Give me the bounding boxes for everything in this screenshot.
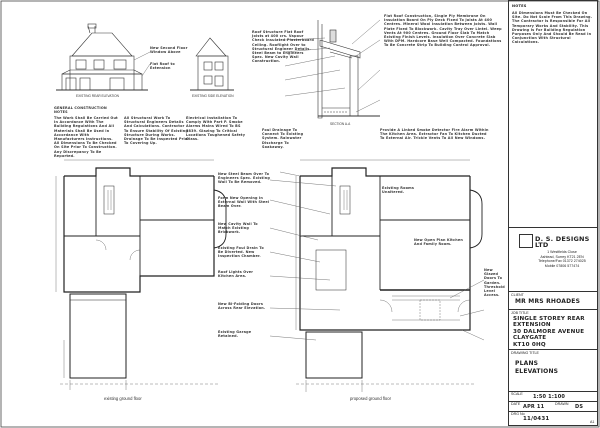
existing-rear-elevation	[56, 23, 148, 91]
drawing-line-1: PLANS	[515, 360, 539, 367]
plan-note-4: Existing Foul Drain To Be Diverted. New …	[218, 246, 264, 259]
project-line-1: SINGLE STOREY REAR	[513, 316, 585, 322]
project-line-5: KT10 0HQ	[513, 341, 546, 348]
client-label: CLIENT	[511, 293, 524, 297]
scale-value: 1:50 1:100	[533, 394, 566, 400]
plan-note-9: New Open Plan Kitchen And Family Room.	[414, 238, 463, 247]
company-logo	[519, 234, 533, 248]
drawing-number: 11/0431	[523, 416, 550, 422]
drawing-line-2: ELEVATIONS	[515, 368, 559, 375]
note-section-left: Roof Structure Flat Roof Joists at 400 c…	[252, 30, 315, 64]
plan-note-5: Roof Lights Over Kitchen Area.	[218, 270, 254, 279]
drawing-label: DRAWING TITLE	[511, 351, 539, 355]
date-value: APR 11	[523, 404, 545, 410]
scale-label: SCALE	[511, 392, 523, 396]
note-elev-1: New Second Floor Window Above	[150, 46, 188, 55]
plan-note-8: Existing Rooms Unaltered.	[382, 186, 415, 195]
project-section: JOB TITLE SINGLE STOREY REAR EXTENSION 3…	[509, 309, 597, 349]
general-notes-col1: The Work Shall Be Carried Out In Accorda…	[54, 116, 118, 158]
revision: A1	[590, 420, 595, 424]
existing-side-elevation	[190, 37, 234, 91]
drawn-label: DRAWN	[555, 402, 569, 406]
drawing-title: PLANS ELEVATIONS	[515, 360, 558, 376]
address-line-2: Ashtead, Surrey KT21 2EN	[540, 254, 584, 259]
proposed-plan-details	[295, 159, 476, 392]
date-label: DATE	[511, 402, 521, 406]
plan-note-6: New Bi-Folding Doors Across Rear Elevati…	[218, 302, 266, 311]
company-name: D. S. DESIGNS LTD	[535, 235, 590, 249]
project-title: SINGLE STOREY REAR EXTENSION 30 DALMORE …	[513, 316, 585, 348]
plan-leader-lines	[269, 171, 485, 341]
note-elev-2: Flat Roof to Extension	[150, 62, 175, 71]
address-line-4: Mobile 07806 577474	[544, 263, 580, 268]
address-line-3: Telephone/Fax 01372 274025	[538, 259, 586, 264]
company-address: 1 Westfields Close Ashtead, Surrey KT21 …	[529, 250, 595, 268]
note-section-right: Flat Roof Construction, Single Ply Membr…	[384, 14, 502, 48]
date-section: DATE APR 11 DRAWN DS	[509, 401, 597, 411]
general-notes-col3: Electrical Installation To Comply With P…	[186, 116, 246, 142]
drawn-value: DS	[575, 404, 584, 410]
company-section: D. S. DESIGNS LTD 1 Westfields Close Ash…	[509, 227, 597, 291]
client-name: MR MRS RHOADES	[515, 298, 581, 305]
existing-side-caption: EXISTING SIDE ELEVATION	[192, 94, 234, 98]
plan-notes-left: New Steel Beam Over To Engineers Spec. E…	[218, 172, 270, 185]
existing-plan-caption: existing ground floor	[104, 396, 142, 401]
title-block: NOTES All Dimensions Must Be Checked On …	[508, 0, 598, 426]
client-section: CLIENT MR MRS RHOADES	[509, 291, 597, 309]
existing-rear-caption: EXISTING REAR ELEVATION	[76, 94, 119, 98]
existing-plan-details	[55, 159, 220, 390]
scale-section: SCALE 1:50 1:100	[509, 391, 597, 401]
title-block-notes: All Dimensions Must Be Checked On Site. …	[512, 11, 593, 45]
plan-note-3: New Cavity Wall To Match Existing Brickw…	[218, 222, 258, 235]
project-line-3: 30 DALMORE AVENUE	[513, 328, 585, 335]
proposed-ground-floor-plan	[299, 167, 483, 379]
general-notes-col5: Provide A Linked Smoke Detector Fire Ala…	[380, 128, 489, 141]
project-line-4: CLAYGATE	[513, 335, 547, 342]
plan-note-2: Form New Opening In External Wall With S…	[218, 196, 270, 209]
proposed-plan-caption: proposed ground floor	[350, 396, 391, 401]
general-notes-heading: GENERAL CONSTRUCTION NOTES	[54, 106, 107, 115]
notes-heading: NOTES	[512, 4, 527, 8]
general-notes-col4: Foul Drainage To Connect To Existing Sys…	[262, 128, 304, 149]
leader-lines	[133, 19, 381, 113]
number-label: DRG No	[511, 412, 525, 416]
address-line-1: 1 Westfields Close	[547, 250, 577, 254]
plan-note-right: New Glazed Doors To Garden. Threshold Le…	[484, 268, 505, 298]
project-line-2: EXTENSION	[513, 322, 551, 329]
section-a-a	[317, 20, 380, 119]
existing-ground-floor-plan	[63, 167, 227, 379]
section-caption: SECTION A-A	[330, 122, 351, 126]
number-section: DRG No 11/0431	[509, 411, 597, 425]
plan-note-7: Existing Garage Retained.	[218, 330, 252, 339]
general-notes-col2: All Structural Work To Structural Engine…	[124, 116, 190, 146]
project-label: JOB TITLE	[511, 311, 529, 315]
drawing-title-section: DRAWING TITLE PLANS ELEVATIONS	[509, 349, 597, 391]
